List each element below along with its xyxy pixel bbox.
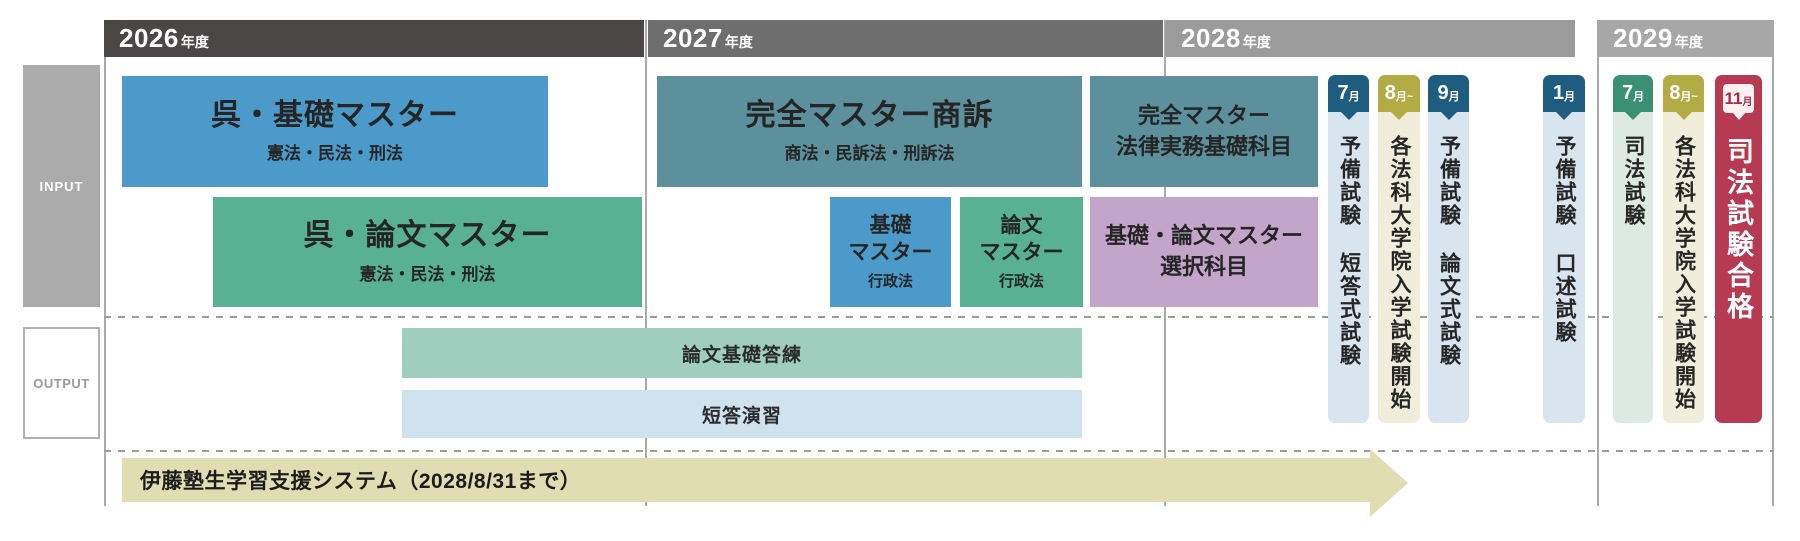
course-title: 呉・基礎マスター: [211, 98, 459, 132]
course-subtitle: 商法・民訴法・刑訴法: [784, 144, 955, 164]
course-subtitle: 行政法: [867, 272, 913, 290]
course-subtitle: 憲法・民法・刑法: [267, 144, 403, 164]
input-row-label: INPUT: [23, 65, 100, 307]
course-title: 完全マスター商訴: [745, 98, 994, 132]
support-arrow-head: [1370, 449, 1408, 517]
course-box-kanzen-master-jitsumu-kiso: 完全マスター 法律実務基礎科目: [1090, 76, 1318, 187]
milestone-label: 各法科大学院入学試験開始: [1388, 135, 1411, 411]
course-subtitle: 憲法・民法・刑法: [359, 264, 496, 284]
year-suffix: 年度: [724, 34, 753, 50]
milestone-label: 予備試験 口述試験: [1553, 135, 1576, 344]
milestone-label: 予備試験 論文式試験: [1437, 135, 1461, 367]
output-bar-ronbun-kiso-touren: 論文基礎答練: [402, 328, 1082, 378]
year-suffix: 年度: [1242, 34, 1271, 50]
course-title-line: マスター: [848, 240, 933, 264]
support-arrow-label: 伊藤塾生学習支援システム（2028/8/31まで）: [140, 470, 582, 493]
course-title-line: 選択科目: [1159, 254, 1248, 279]
output-bar-tanto-enshu: 短答演習: [402, 390, 1082, 438]
grid-line-2028-2029: [1597, 20, 1599, 506]
milestone-label: 予備試験 短答式試験: [1337, 135, 1361, 367]
support-arrow-band: 伊藤塾生学習支援システム（2028/8/31まで）: [122, 458, 1370, 502]
course-title-line: 基礎: [869, 214, 912, 238]
course-box-kiso-master-gyoseiho: 基礎 マスター 行政法: [830, 197, 951, 307]
milestone-label: 司法試験: [1622, 135, 1645, 227]
year-number: 2028: [1181, 23, 1241, 53]
year-number: 2029: [1613, 23, 1673, 53]
output-bar-label: 論文基礎答練: [681, 344, 802, 366]
course-title-line: 論文: [1000, 214, 1043, 238]
milestone-label: 司法試験合格: [1723, 137, 1753, 323]
course-title-line: 法律実務基礎科目: [1115, 133, 1292, 159]
course-title-line: 基礎・論文マスター: [1104, 223, 1303, 249]
year-suffix: 年度: [180, 34, 209, 50]
course-title-line: 完全マスター: [1137, 102, 1270, 128]
milestone-label: 各法科大学院入学試験開始: [1672, 135, 1696, 411]
output-bar-label: 短答演習: [701, 405, 782, 427]
grid-line-right-edge: [1772, 20, 1774, 506]
course-title-line: マスター: [979, 240, 1064, 264]
course-box-ronbun-master-gyoseiho: 論文 マスター 行政法: [960, 197, 1083, 307]
dashed-separator-output-support: [104, 450, 1773, 452]
year-number: 2026: [119, 23, 179, 53]
course-subtitle: 行政法: [998, 272, 1044, 290]
course-box-kure-kiso-master: 呉・基礎マスター 憲法・民法・刑法: [122, 76, 548, 187]
year-suffix: 年度: [1674, 34, 1703, 50]
dashed-separator-input-output: [104, 316, 1773, 318]
course-box-kiso-ronbun-master-sentaku: 基礎・論文マスター 選択科目: [1090, 197, 1318, 307]
output-row-label: OUTPUT: [23, 327, 100, 439]
course-title: 呉・論文マスター: [303, 219, 552, 253]
year-number: 2027: [663, 23, 723, 53]
course-box-kanzen-master-shoso: 完全マスター商訴 商法・民訴法・刑訴法: [657, 76, 1082, 187]
course-box-kure-ronbun-master: 呉・論文マスター 憲法・民法・刑法: [213, 197, 642, 307]
grid-line-left-edge: [104, 20, 106, 506]
grid-line-2026-2027: [645, 20, 647, 506]
